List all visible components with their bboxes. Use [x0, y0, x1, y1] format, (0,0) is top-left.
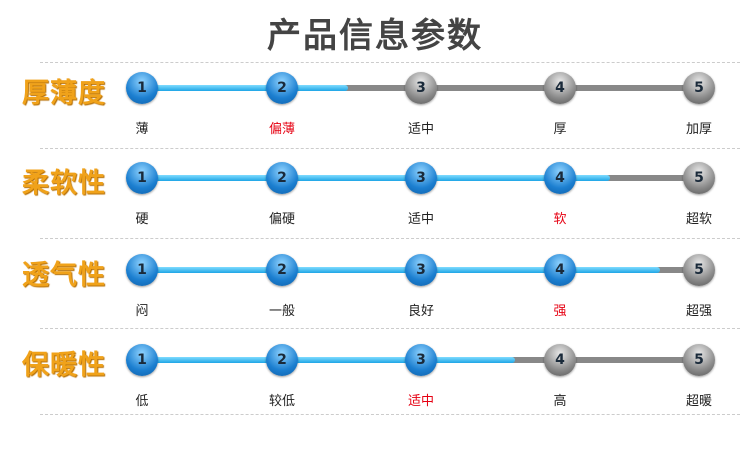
divider: [40, 238, 740, 239]
level-option: 超软: [685, 212, 712, 227]
page-title: 产品信息参数: [267, 16, 483, 56]
level-dot: 2: [266, 254, 298, 286]
level-option: 薄: [135, 122, 149, 137]
divider: [40, 414, 740, 415]
level-option: 高: [553, 394, 567, 409]
level-fill: [142, 267, 660, 273]
level-option: 闷: [135, 304, 149, 319]
row-label: 厚薄度: [22, 78, 106, 109]
level-option: 适中: [407, 122, 434, 137]
level-dot: 3: [405, 344, 437, 376]
level-dot: 1: [126, 72, 158, 104]
parameter-row: 厚薄度 1 薄 2 偏薄 3 适中 4 厚 5 加厚: [0, 72, 750, 178]
level-option: 适中: [407, 212, 434, 227]
level-option: 一般: [268, 304, 295, 319]
level-dot: 5: [683, 72, 715, 104]
level-dot: 2: [266, 344, 298, 376]
level-dot: 2: [266, 162, 298, 194]
divider: [40, 62, 740, 63]
row-label: 柔软性: [22, 168, 106, 199]
level-option: 强: [553, 304, 567, 319]
level-option: 偏薄: [268, 122, 295, 137]
level-option: 硬: [135, 212, 149, 227]
level-option: 低: [135, 394, 149, 409]
level-dot: 5: [683, 254, 715, 286]
level-option: 超暖: [685, 394, 712, 409]
level-fill: [142, 85, 349, 91]
level-dot: 4: [544, 344, 576, 376]
level-option: 良好: [407, 304, 434, 319]
divider: [40, 328, 740, 329]
level-dot: 5: [683, 344, 715, 376]
level-dot: 3: [405, 162, 437, 194]
level-option: 适中: [407, 394, 434, 409]
level-option: 超强: [685, 304, 712, 319]
level-fill: [142, 357, 516, 363]
level-dot: 1: [126, 254, 158, 286]
level-dot: 1: [126, 162, 158, 194]
level-dot: 4: [544, 254, 576, 286]
row-label: 透气性: [22, 260, 106, 291]
level-option: 偏硬: [268, 212, 295, 227]
level-option: 厚: [553, 122, 567, 137]
level-dot: 1: [126, 344, 158, 376]
level-dot: 4: [544, 72, 576, 104]
level-dot: 4: [544, 162, 576, 194]
parameter-row: 保暖性 1 低 2 较低 3 适中 4 高 5 超暖: [0, 344, 750, 450]
parameter-row: 柔软性 1 硬 2 偏硬 3 适中 4 软 5 超软: [0, 162, 750, 268]
level-dot: 2: [266, 72, 298, 104]
divider: [40, 148, 740, 149]
parameter-row: 透气性 1 闷 2 一般 3 良好 4 强 5 超强: [0, 254, 750, 360]
level-dot: 5: [683, 162, 715, 194]
level-dot: 3: [405, 254, 437, 286]
level-fill: [142, 175, 610, 181]
level-dot: 3: [405, 72, 437, 104]
level-option: 加厚: [685, 122, 712, 137]
level-option: 较低: [268, 394, 295, 409]
row-label: 保暖性: [22, 350, 106, 381]
level-option: 软: [553, 212, 567, 227]
